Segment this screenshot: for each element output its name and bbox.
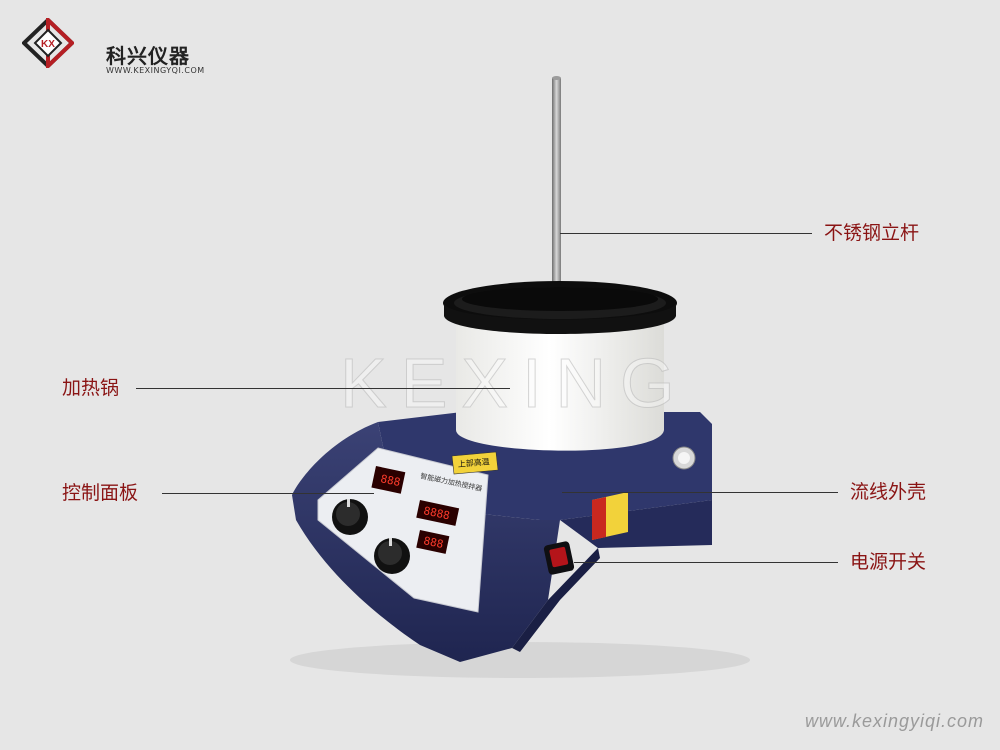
- svg-text:8888: 8888: [422, 504, 451, 522]
- callout-line-pot: [136, 388, 510, 389]
- brand-url: WWW.KEXINGYQI.COM: [106, 66, 205, 75]
- warning-label: [592, 492, 628, 540]
- display-3: 888: [416, 530, 450, 554]
- brand-name: 科兴仪器: [106, 44, 190, 68]
- label-stainless-rod: 不锈钢立杆: [824, 222, 920, 244]
- label-heating-pot: 加热锅: [62, 377, 120, 399]
- watermark-text: KEXING: [340, 344, 689, 423]
- svg-text:KX: KX: [41, 39, 55, 50]
- svg-text:888: 888: [379, 472, 401, 489]
- heating-pot: [443, 281, 677, 451]
- temperature-knob[interactable]: [332, 499, 368, 535]
- callout-line-panel: [162, 493, 374, 494]
- shell-edge: [512, 548, 600, 652]
- callout-line-rod: [560, 233, 812, 234]
- callout-line-shell: [562, 492, 838, 493]
- svg-text:888: 888: [422, 534, 444, 551]
- label-control-panel: 控制面板: [62, 482, 139, 504]
- callout-line-switch: [574, 562, 838, 563]
- svg-text:上部高温: 上部高温: [457, 456, 490, 469]
- control-panel-face: [317, 447, 489, 613]
- speed-knob[interactable]: [374, 538, 410, 574]
- label-streamlined-shell: 流线外壳: [850, 481, 927, 503]
- site-url: www.kexingyiqi.com: [804, 711, 984, 731]
- display-1: 888: [371, 466, 406, 494]
- power-switch[interactable]: [543, 541, 575, 576]
- display-2: 8888: [416, 499, 460, 526]
- hot-surface-sticker: 上部高温: [451, 451, 499, 475]
- label-power-switch: 电源开关: [850, 551, 927, 573]
- shadow: [290, 642, 750, 678]
- brand-logo: KX 科兴仪器 WWW.KEXINGYQI.COM: [22, 18, 222, 75]
- badge-sticker: [672, 446, 696, 470]
- kx-logo-icon: KX: [22, 18, 74, 68]
- stainless-rod: [552, 78, 561, 318]
